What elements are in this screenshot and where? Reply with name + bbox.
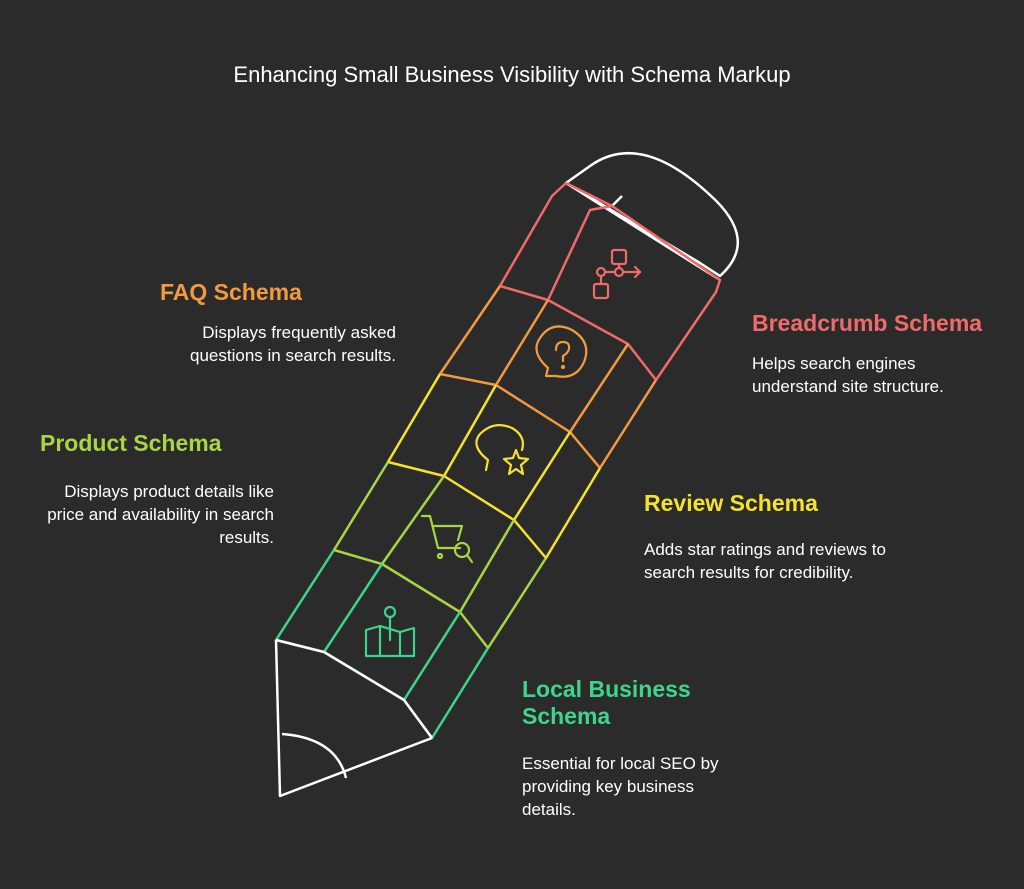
band-breadcrumb <box>498 181 722 381</box>
faq-label: FAQ Schema <box>160 279 302 305</box>
local-label: Local Business Schema <box>522 676 691 729</box>
flowchart-icon <box>592 248 642 300</box>
pencil-eraser <box>564 151 740 278</box>
cart-search-icon <box>420 514 474 564</box>
review-description: Adds star ratings and reviews to search … <box>644 540 886 582</box>
local-description: Essential for local SEO by providing key… <box>522 754 719 819</box>
pencil-tip <box>274 638 434 798</box>
band-faq <box>438 285 658 470</box>
breadcrumb-description: Helps search engines understand site str… <box>752 354 944 396</box>
band-local <box>274 549 490 740</box>
band-product <box>332 461 548 650</box>
band-review <box>386 373 602 560</box>
breadcrumb-label: Breadcrumb Schema <box>752 310 983 336</box>
chat-star-icon <box>475 423 530 476</box>
faq-description: Displays frequently asked questions in s… <box>190 323 396 365</box>
product-label: Product Schema <box>40 430 222 456</box>
product-description: Displays product details like price and … <box>47 482 274 547</box>
page-title: Enhancing Small Business Visibility with… <box>233 62 791 87</box>
map-pin-icon <box>364 605 416 658</box>
review-label: Review Schema <box>644 490 818 516</box>
question-bubble-icon <box>535 325 588 378</box>
